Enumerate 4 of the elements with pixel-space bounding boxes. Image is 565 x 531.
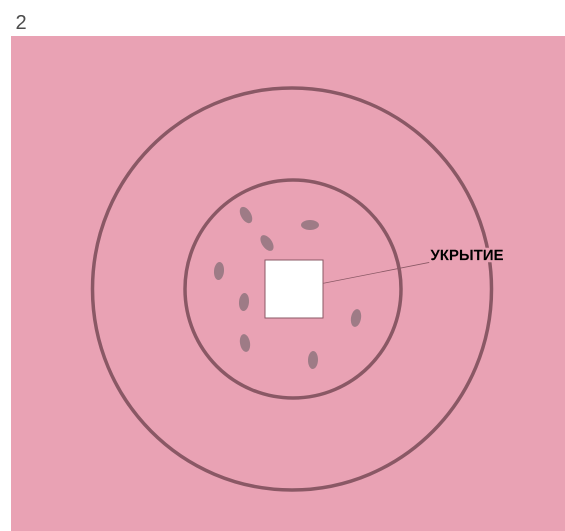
callout-label: УКРЫТИЕ <box>428 248 506 262</box>
figure-number: 2 <box>16 15 26 29</box>
shelter-square <box>264 260 324 318</box>
leader-line <box>323 262 430 284</box>
